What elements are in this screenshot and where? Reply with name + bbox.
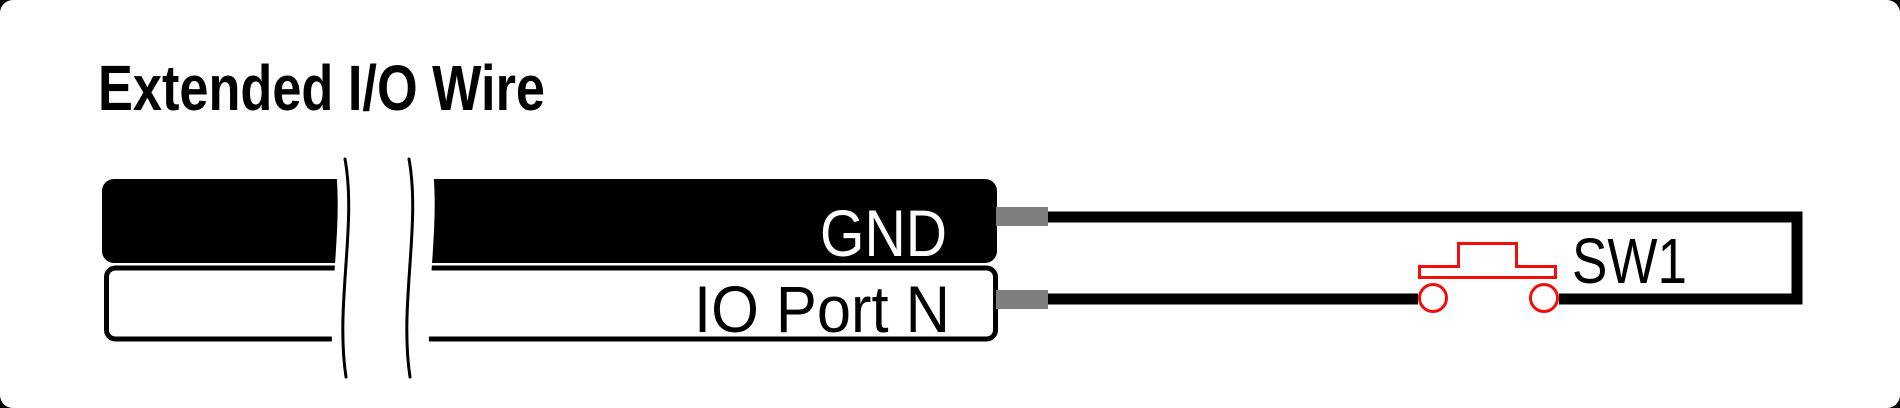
gnd-wire-bar [102,179,997,263]
gnd-terminal [996,207,1048,226]
break-squiggle-line-2 [405,157,415,379]
gnd-label: GND [820,196,947,270]
switch-label: SW1 [1572,225,1687,297]
page-title: Extended I/O Wire [98,52,545,124]
switch-contact-left [1418,283,1448,313]
cable-break-gap [331,155,435,381]
io-port-label: IO Port N [694,272,950,346]
switch-contact-right [1529,283,1559,313]
io-terminal [996,290,1048,309]
pushbutton-actuator-icon [1418,242,1557,279]
gnd-loop-wire [1048,211,1803,305]
break-squiggle-line-1 [341,157,351,379]
io-wire-bar [104,265,998,342]
